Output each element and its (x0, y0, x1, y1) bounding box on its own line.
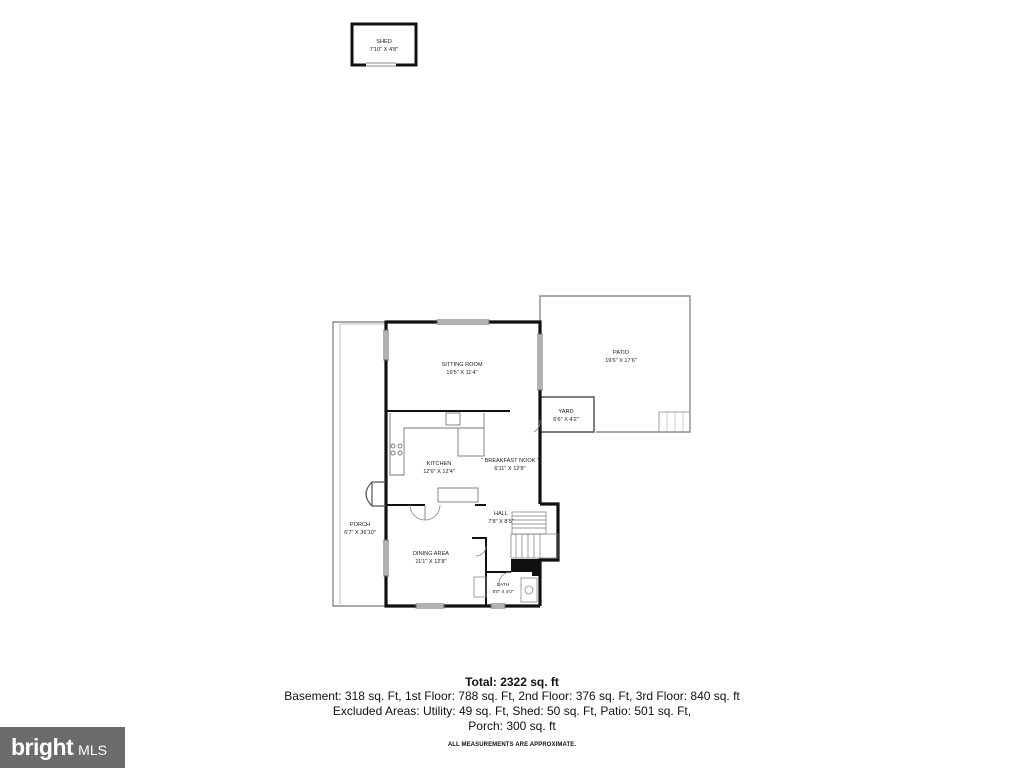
breakfast-nook-dims: 6'11" X 12'8" (494, 466, 525, 472)
total-area: Total: 2322 sq. ft (465, 675, 559, 689)
hall-name: HALL (494, 511, 508, 517)
kitchen-counters (389, 412, 485, 503)
floor-areas: Basement: 318 sq. Ft, 1st Floor: 788 sq.… (284, 689, 740, 703)
excluded-areas-continued: Porch: 300 sq. ft (468, 719, 556, 733)
bath-dims: 8'0" X 4'0" (493, 589, 514, 594)
hall-dims: 7'8" X 8'5" (488, 519, 513, 525)
breakfast-nook-name: " BREAKFAST NOOK " (481, 458, 539, 464)
windows (383, 319, 543, 609)
patio-name: PATIO (613, 350, 630, 356)
porch-name: PORCH (350, 522, 370, 528)
shed-outline (350, 22, 418, 67)
dining-area-dims: 11'1" X 12'8" (415, 559, 446, 565)
porch-outline (332, 321, 386, 607)
interior-walls (386, 410, 540, 606)
excluded-areas: Excluded Areas: Utility: 49 sq. Ft, Shed… (332, 704, 692, 718)
bay-bumpout (365, 481, 386, 507)
doors (409, 419, 541, 585)
utility-block (511, 560, 540, 576)
shed-dims: 7'10" X 4'8" (370, 47, 399, 53)
sitting-room-dims: 19'5" X 11'4" (446, 370, 477, 376)
logo-mls-text: MLS (78, 741, 107, 758)
yard-dims: 6'6" X 4'2" (553, 417, 578, 423)
measurement-disclaimer: ALL MEASUREMENTS ARE APPROXIMATE. (447, 742, 577, 748)
bath-fixtures (473, 576, 538, 603)
logo-bright-text: bright (11, 734, 74, 760)
porch-dims: 6'7" X 36'10" (344, 530, 376, 536)
kitchen-dims: 12'6" X 12'4" (423, 469, 455, 475)
patio-outline (539, 295, 691, 433)
kitchen-name: KITCHEN (427, 461, 452, 467)
patio-dims: 19'6" X 17'6" (605, 358, 637, 364)
room-labels: SHED 7'10" X 4'8" SITTING ROOM 19'5" X 1… (344, 39, 637, 594)
yard-name: YARD (558, 409, 573, 415)
bath-name: BATH (497, 582, 509, 587)
dining-area-name: DINING AREA (413, 551, 449, 557)
bright-mls-logo: bright MLS (0, 727, 125, 768)
shed-name: SHED (376, 39, 392, 45)
stairs (510, 511, 559, 559)
yard-outline (540, 396, 595, 433)
sitting-room-name: SITTING ROOM (441, 362, 482, 368)
